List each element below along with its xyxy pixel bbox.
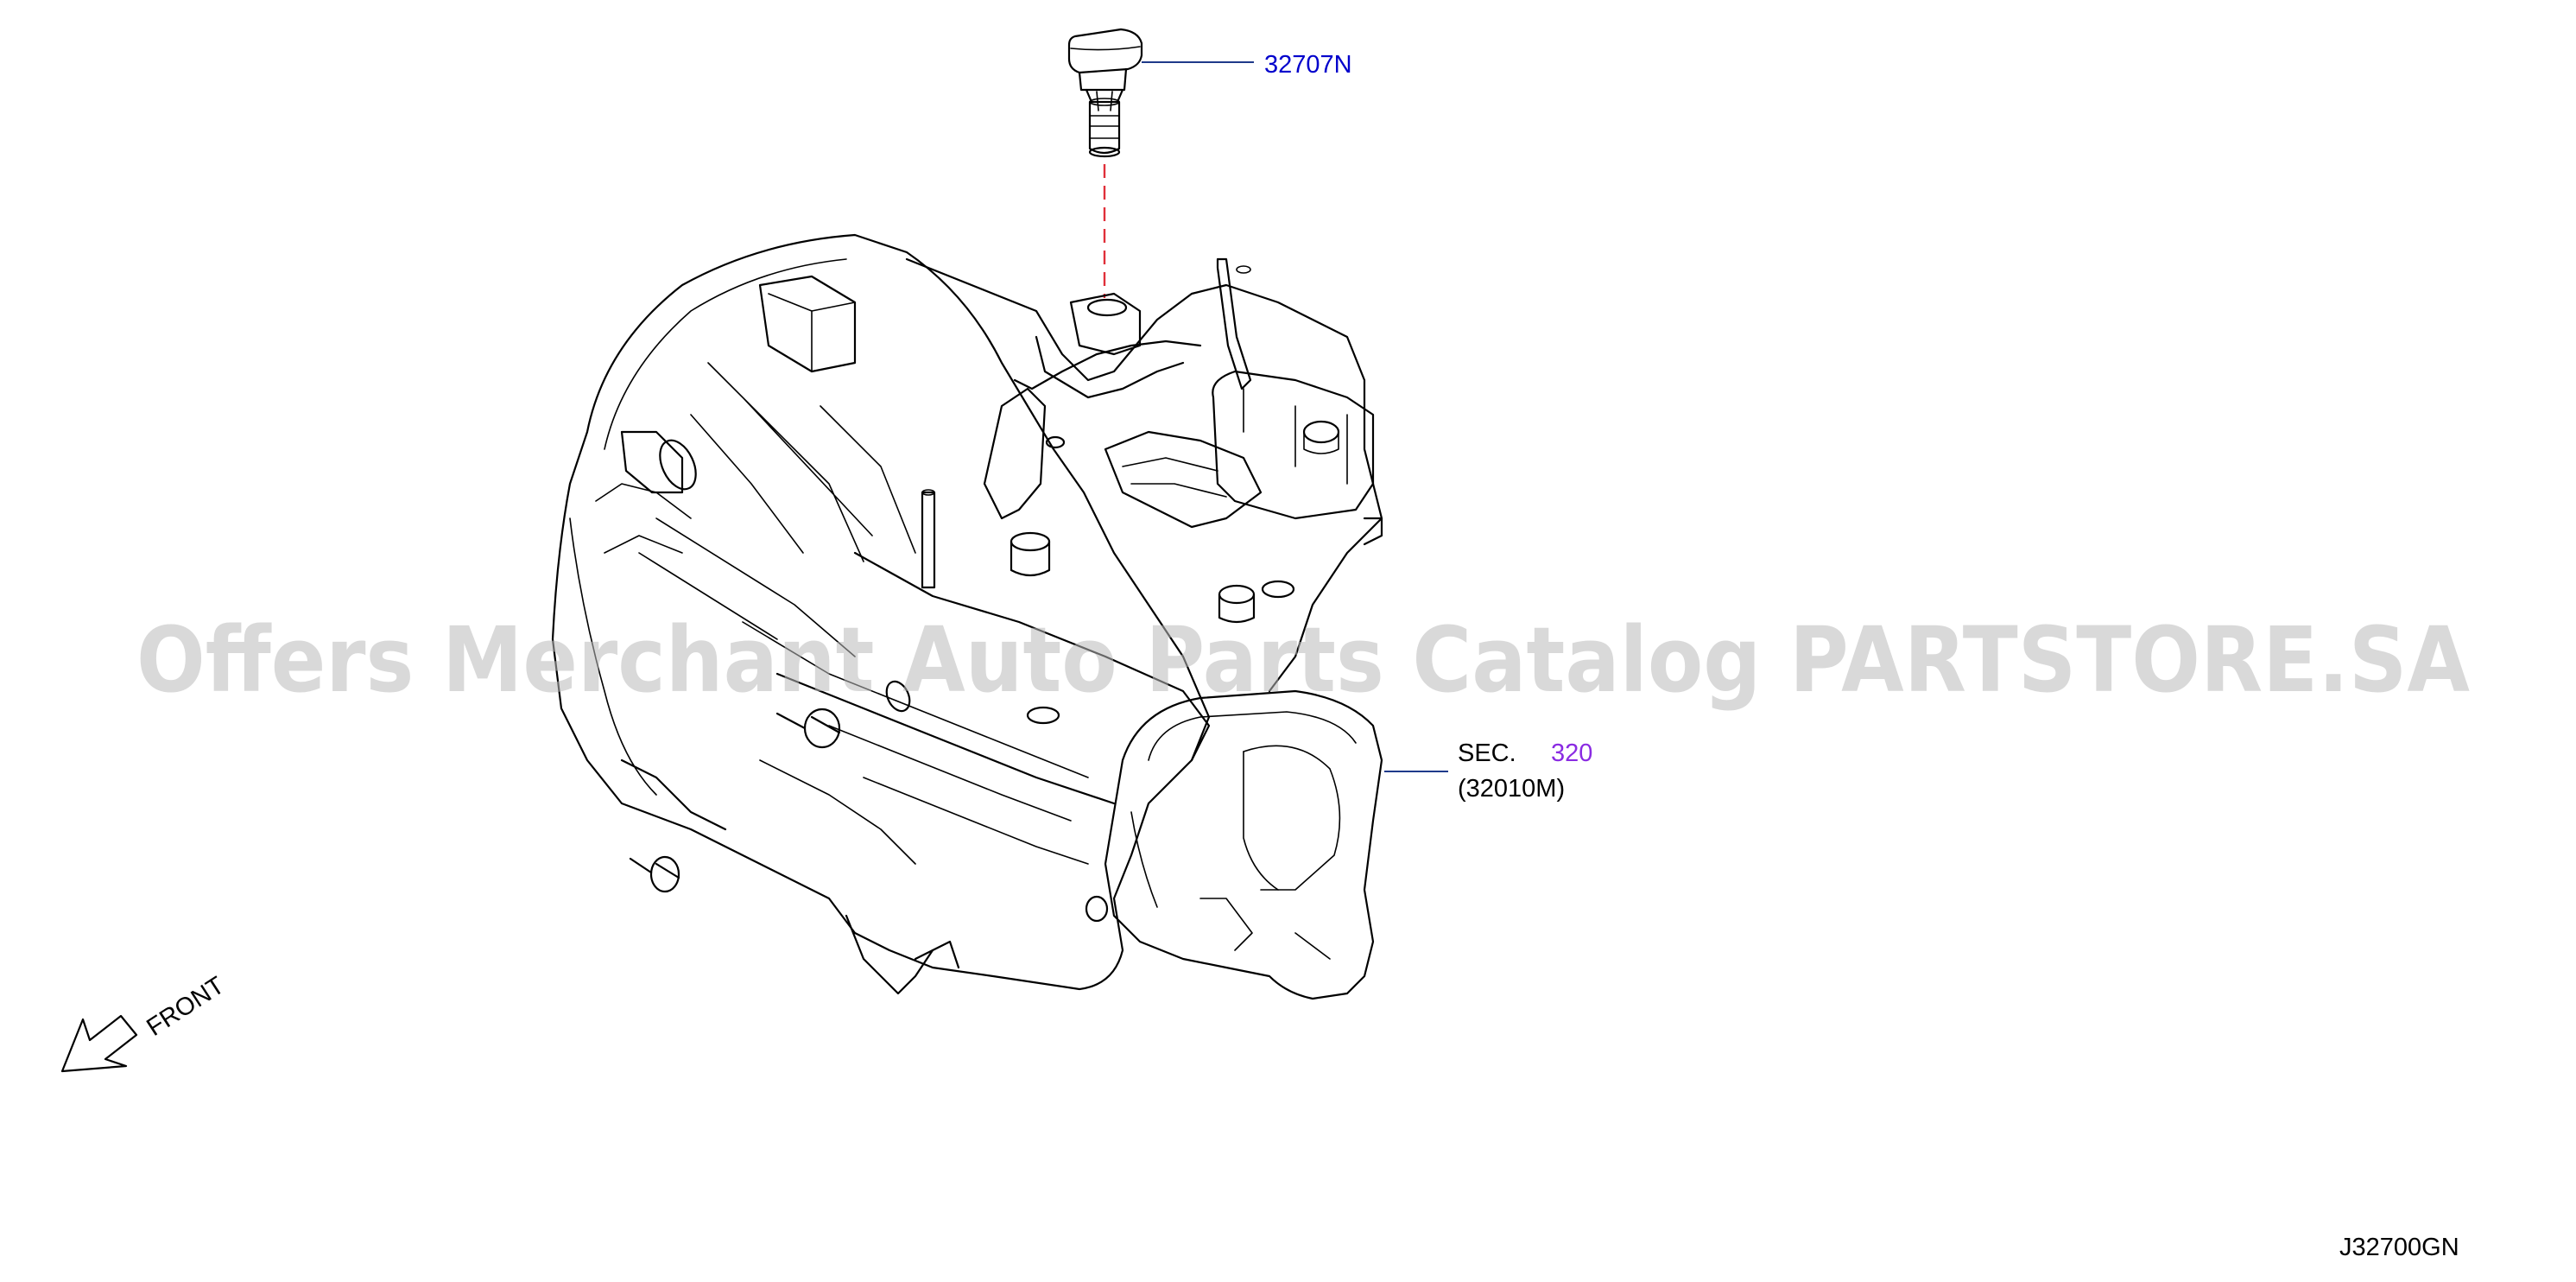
section-reference-label: (32010M) [1458,775,1565,803]
section-number-320[interactable]: 320 [1551,739,1592,767]
watermark-text: Offers Merchant Auto Parts Catalog PARTS… [136,607,2470,713]
transmission-assembly-drawing[interactable] [551,233,1383,1000]
front-direction-label: FRONT [142,971,229,1041]
part-number-32707n[interactable]: 32707N [1264,51,1352,79]
part-32707n-drawing[interactable] [1067,28,1143,158]
arrow-down-left-icon [60,1014,138,1073]
diagram-code-label: J32700GN [2339,1234,2459,1261]
section-prefix-label: SEC. [1458,739,1516,767]
